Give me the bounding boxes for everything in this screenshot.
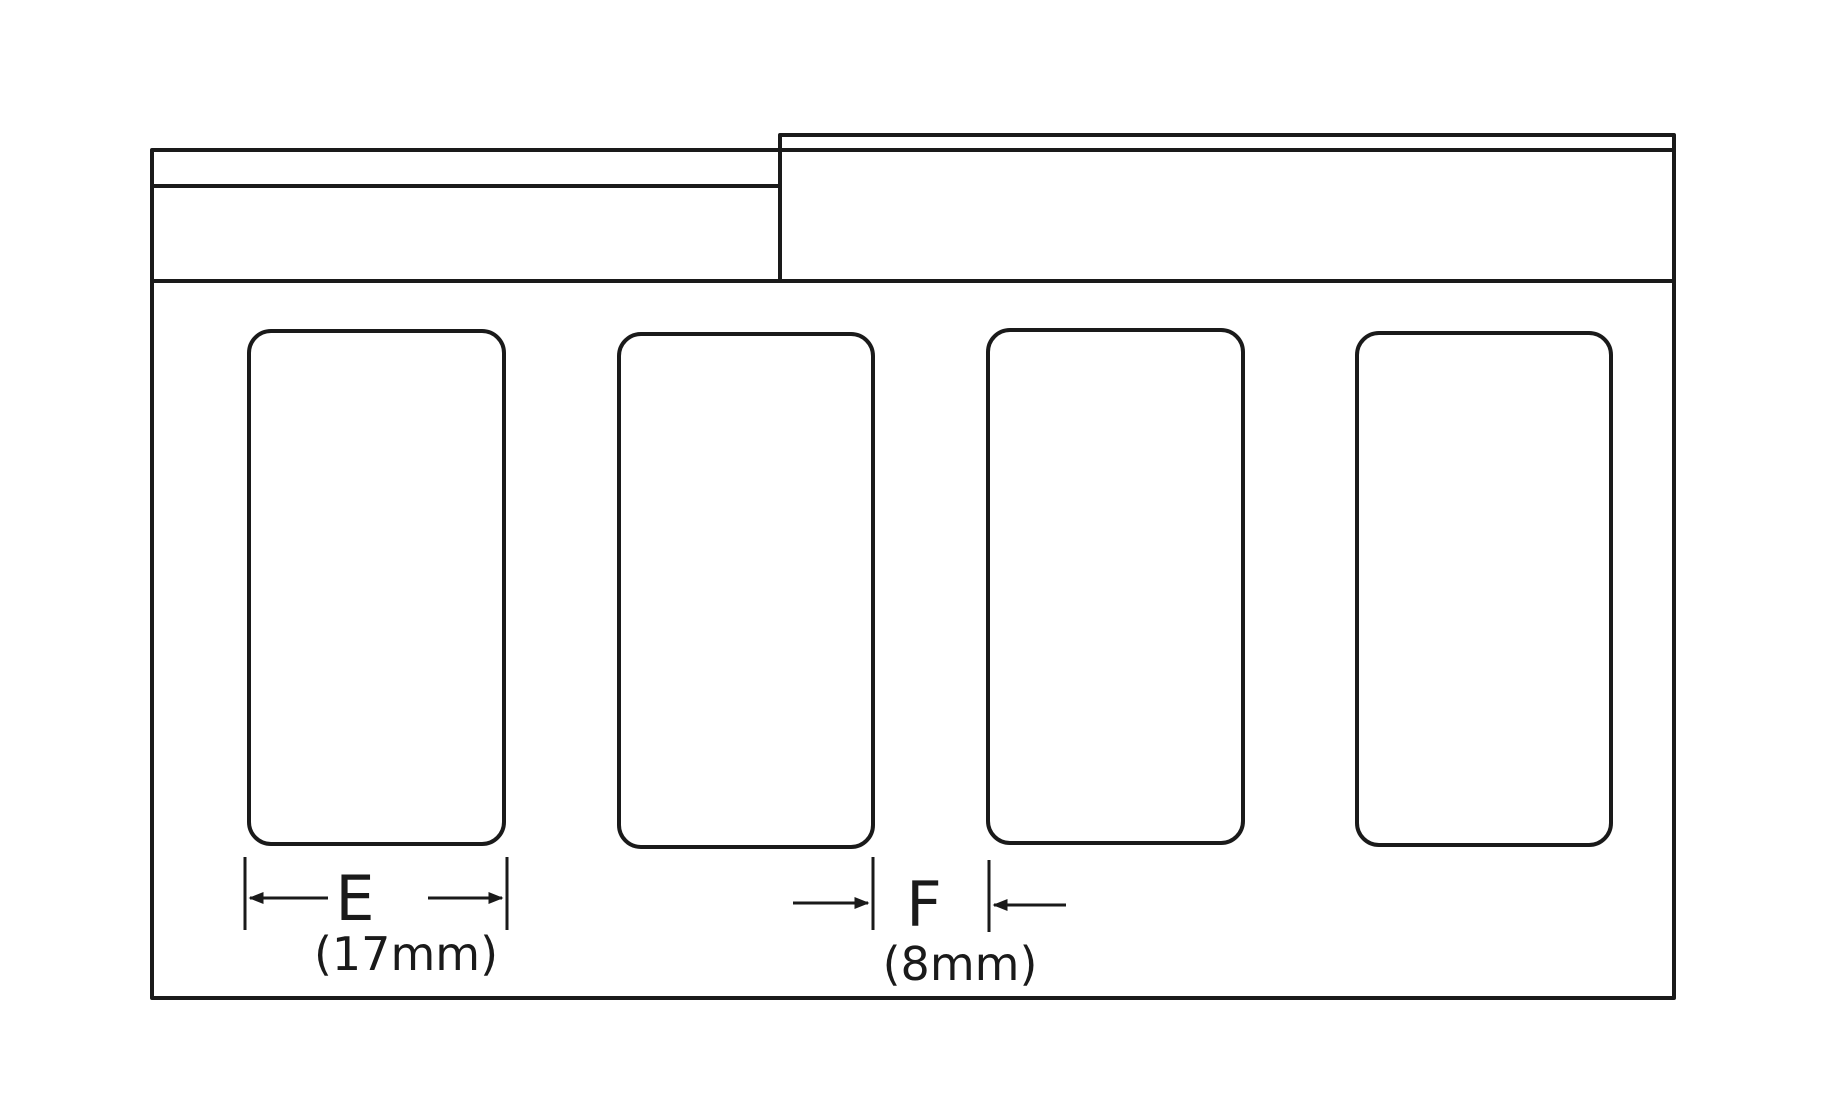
dimension-e xyxy=(243,857,509,930)
device-body xyxy=(150,133,1676,1000)
dimension-f-label: F xyxy=(906,868,942,941)
window-2 xyxy=(617,332,875,849)
window-3 xyxy=(986,328,1245,845)
window-4 xyxy=(1355,331,1613,847)
windows xyxy=(247,328,1613,849)
dimension-e-label: E xyxy=(335,862,374,935)
dimension-e-value: (17mm) xyxy=(314,927,498,981)
raised-header-block xyxy=(778,133,1676,283)
window-1 xyxy=(247,329,506,846)
dimension-f-value: (8mm) xyxy=(883,937,1038,991)
dimension-f xyxy=(793,857,1066,932)
body-outline xyxy=(150,148,1676,1000)
